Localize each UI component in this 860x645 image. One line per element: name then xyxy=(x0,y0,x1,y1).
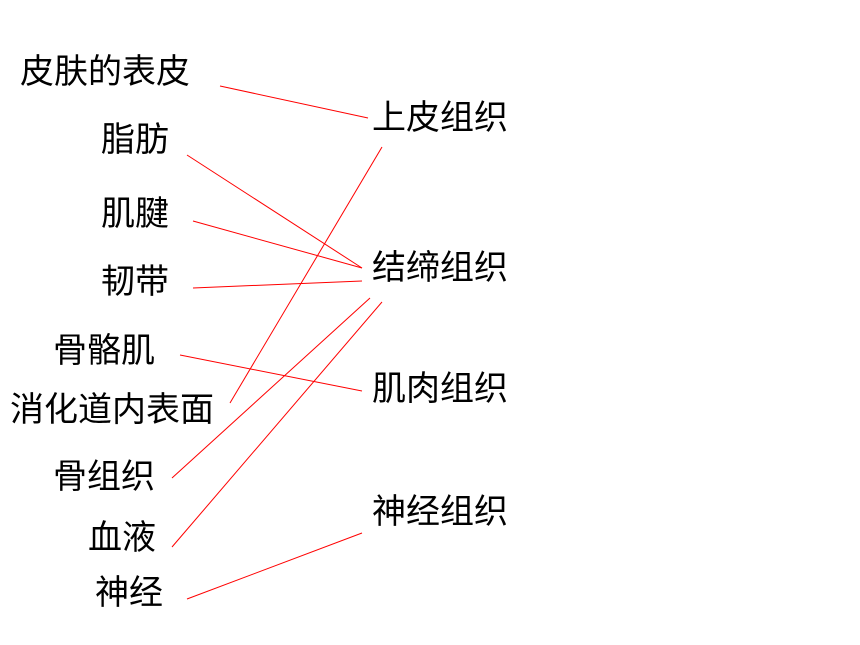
left-item-blood: 血液 xyxy=(88,518,156,558)
connection-l8-r2 xyxy=(171,301,383,548)
left-item-bone-tissue: 骨组织 xyxy=(53,457,155,497)
connection-l2-r2 xyxy=(186,154,363,269)
right-item-muscle-tissue: 肌肉组织 xyxy=(372,369,508,409)
connection-l3-r2 xyxy=(192,220,363,269)
left-item-skeletal-muscle: 骨骼肌 xyxy=(53,331,155,371)
connection-l7-r2 xyxy=(171,297,371,479)
right-item-epithelial-tissue: 上皮组织 xyxy=(372,98,508,138)
connection-l6-r1 xyxy=(229,146,383,404)
left-item-ligament: 韧带 xyxy=(101,262,169,302)
left-item-nerve: 神经 xyxy=(95,573,163,613)
left-item-fat: 脂肪 xyxy=(101,120,169,160)
connection-l5-r3 xyxy=(179,354,363,392)
left-item-digestive-lining: 消化道内表面 xyxy=(10,390,214,430)
left-item-skin-epidermis: 皮肤的表皮 xyxy=(20,52,190,92)
connection-l1-r1 xyxy=(219,85,369,119)
right-item-connective-tissue: 结缔组织 xyxy=(372,248,508,288)
connection-l9-r4 xyxy=(186,532,363,600)
connection-l4-r2 xyxy=(192,280,363,289)
left-item-tendon: 肌腱 xyxy=(101,194,169,234)
right-item-nerve-tissue: 神经组织 xyxy=(372,492,508,532)
